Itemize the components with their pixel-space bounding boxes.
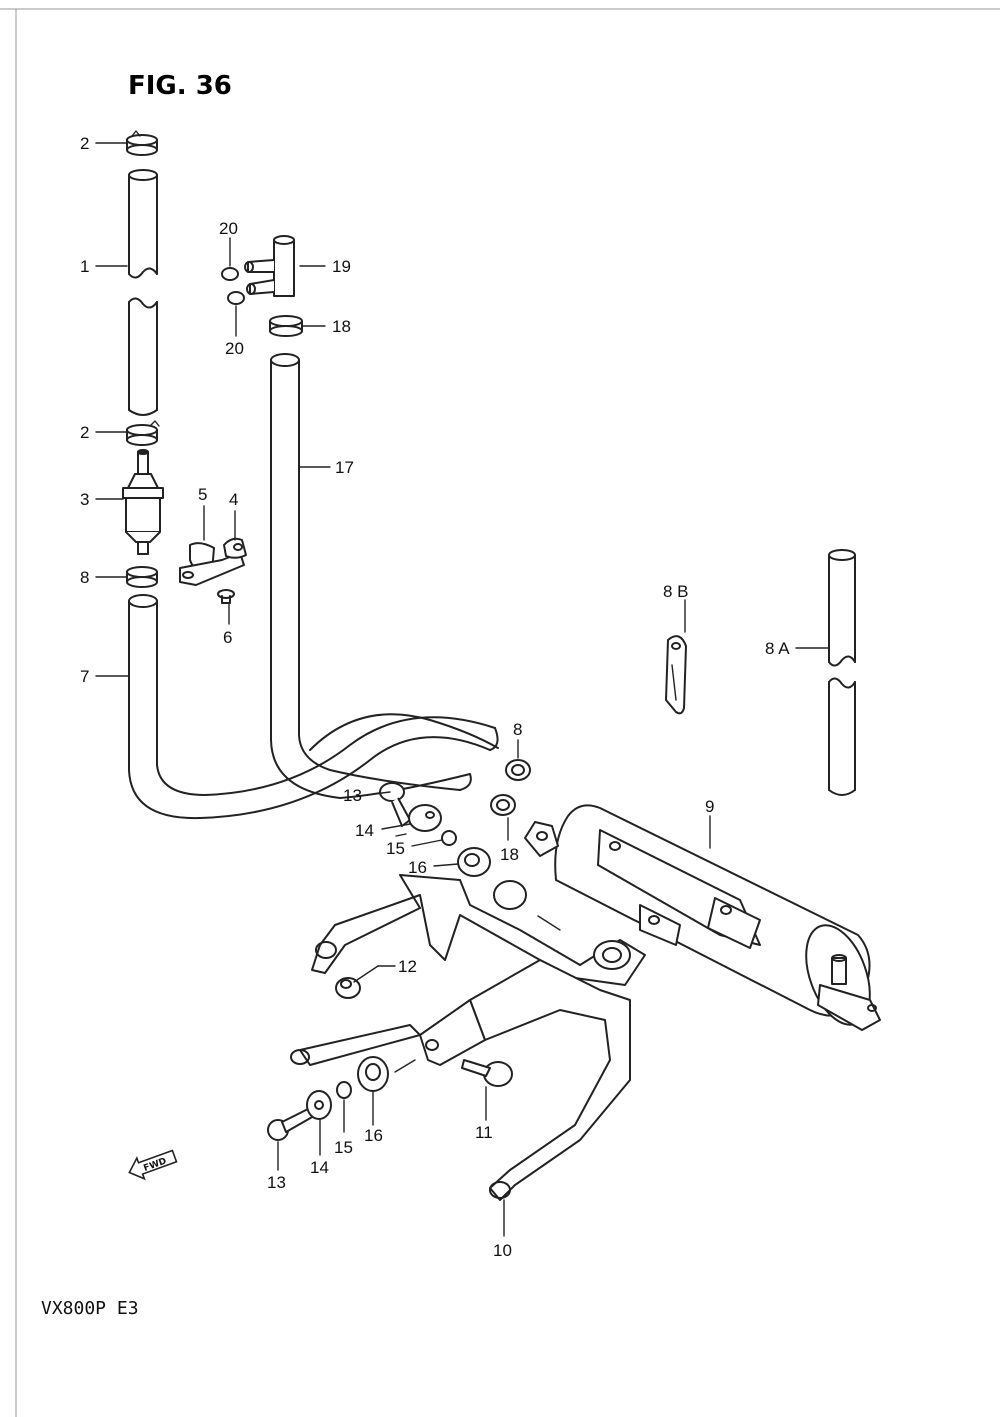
clip-20-lower bbox=[227, 291, 245, 305]
fuel-hose-1-lower bbox=[128, 297, 158, 416]
strap-8b bbox=[665, 635, 687, 715]
callout-19: 19 bbox=[332, 257, 351, 276]
callout-8A: 8 A bbox=[765, 639, 790, 658]
clip-20-upper bbox=[221, 267, 239, 281]
hose-clamp-18-top bbox=[269, 315, 303, 337]
charcoal-canister-9 bbox=[524, 804, 881, 1031]
canister-bracket-10 bbox=[290, 874, 646, 1201]
callout-20-upper: 20 bbox=[219, 219, 238, 238]
grommet-16-upper bbox=[457, 847, 491, 877]
callout-1: 1 bbox=[80, 257, 89, 276]
callout-8-left: 8 bbox=[80, 568, 89, 587]
hose-clamp-8-left bbox=[126, 566, 158, 588]
callout-4: 4 bbox=[229, 490, 238, 509]
grommet-16-lower bbox=[357, 1056, 389, 1092]
callout-8B: 8 B bbox=[663, 582, 689, 601]
callout-11: 11 bbox=[475, 1123, 493, 1142]
leader-lines bbox=[95, 142, 829, 1237]
callout-14-lower: 14 bbox=[310, 1158, 329, 1177]
bolt-13-upper bbox=[379, 782, 411, 827]
bolt-13-lower bbox=[267, 1107, 315, 1141]
callout-16-upper: 16 bbox=[408, 858, 427, 877]
hose-clamp-8-canister bbox=[505, 759, 531, 781]
callout-13-upper: 13 bbox=[343, 786, 362, 805]
callout-2-lower: 2 bbox=[80, 423, 89, 442]
callout-6: 6 bbox=[223, 628, 232, 647]
fwd-arrow-icon: FWD bbox=[128, 1149, 178, 1181]
model-code: VX800P E3 bbox=[41, 1298, 139, 1319]
hose-clamp-2-lower bbox=[126, 420, 160, 446]
callout-8-canister: 8 bbox=[513, 720, 522, 739]
spacer-12 bbox=[335, 977, 361, 999]
callout-3: 3 bbox=[80, 490, 89, 509]
callout-7: 7 bbox=[80, 667, 89, 686]
hose-bracket-5 bbox=[179, 542, 245, 586]
hose-bracket-4 bbox=[223, 537, 247, 559]
figure-title: FIG. 36 bbox=[128, 71, 232, 101]
fuel-filter-3 bbox=[122, 449, 164, 555]
callout-12: 12 bbox=[398, 957, 417, 976]
callout-20-lower: 20 bbox=[225, 339, 244, 358]
hose-8a-upper bbox=[828, 549, 856, 667]
hose-clamp-18-canister bbox=[490, 794, 516, 816]
callout-15-upper: 15 bbox=[386, 839, 405, 858]
callout-2-top: 2 bbox=[80, 134, 89, 153]
callout-16-lower: 16 bbox=[364, 1126, 383, 1145]
collar-15-lower bbox=[336, 1081, 352, 1099]
fuel-hose-17 bbox=[270, 353, 499, 799]
callout-10: 10 bbox=[493, 1241, 512, 1260]
callout-18-top: 18 bbox=[332, 317, 351, 336]
washer-14-lower bbox=[306, 1090, 332, 1120]
fuel-hose-7 bbox=[128, 594, 499, 820]
callout-5: 5 bbox=[198, 485, 207, 504]
callout-9: 9 bbox=[705, 797, 714, 816]
callout-15-lower: 15 bbox=[334, 1138, 353, 1157]
screw-6 bbox=[217, 589, 235, 604]
callout-17: 17 bbox=[335, 458, 354, 477]
t-joint-19 bbox=[244, 235, 295, 297]
bolt-11 bbox=[461, 1059, 513, 1087]
hose-clamp-2-top bbox=[126, 130, 158, 156]
callout-13-lower: 13 bbox=[267, 1173, 286, 1192]
washer-14-upper bbox=[408, 804, 442, 832]
collar-15-upper bbox=[441, 830, 457, 846]
callout-18-canister: 18 bbox=[500, 845, 519, 864]
callout-14-upper: 14 bbox=[355, 821, 374, 840]
fuel-hose-1-upper bbox=[128, 169, 158, 279]
hose-8a-lower bbox=[828, 677, 856, 796]
